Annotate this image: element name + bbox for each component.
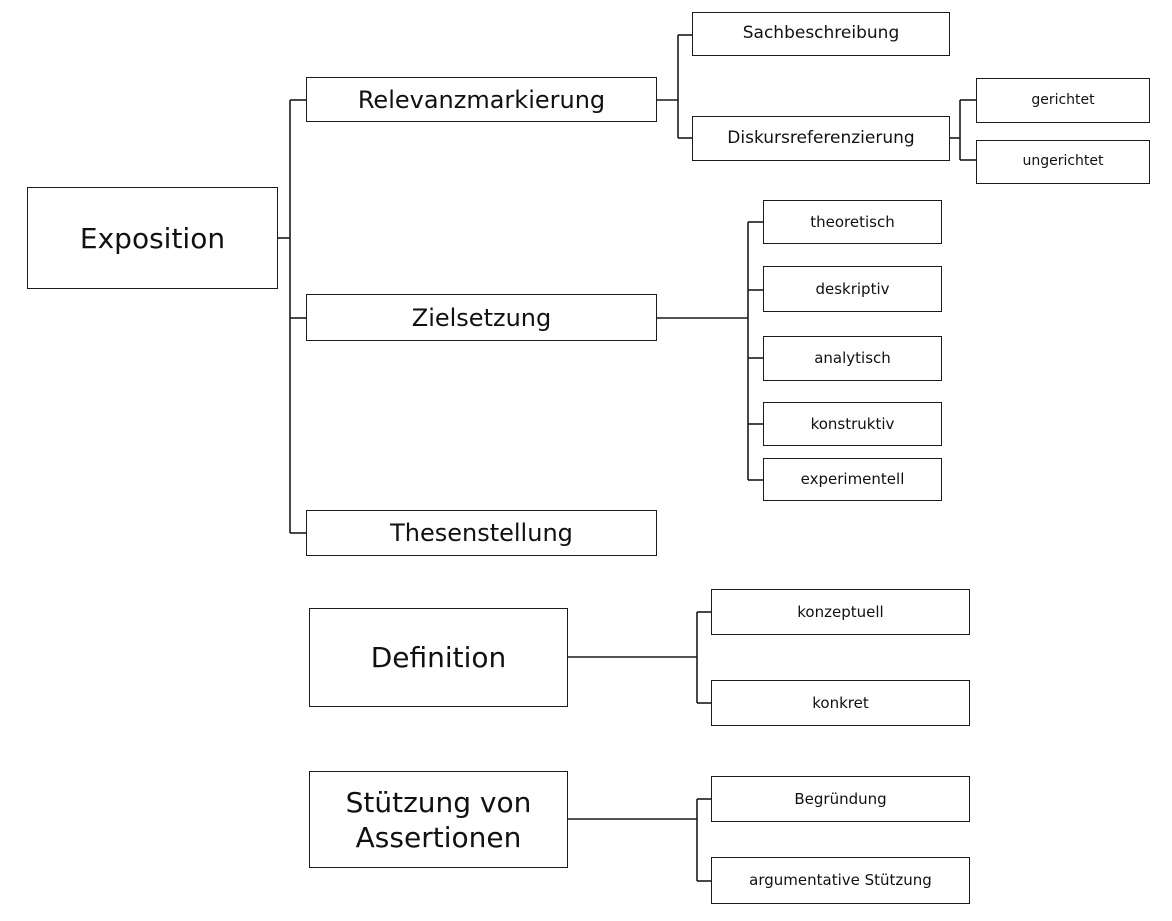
node-thesenstellung-label: Thesenstellung xyxy=(390,519,573,547)
node-stuetzung-label: Stützung von Assertionen xyxy=(345,785,532,854)
node-exposition: Exposition xyxy=(27,187,278,289)
node-zielsetzung-label: Zielsetzung xyxy=(411,303,552,332)
node-deskriptiv-label: deskriptiv xyxy=(815,279,890,298)
node-deskriptiv: deskriptiv xyxy=(763,266,942,312)
node-argumentative-stuetzung: argumentative Stützung xyxy=(711,857,970,904)
node-zielsetzung: Zielsetzung xyxy=(306,294,657,341)
node-konzeptuell: konzeptuell xyxy=(711,589,970,635)
node-diskursreferenzierung-label: Diskursreferenzierung xyxy=(727,127,915,148)
node-sachbeschreibung: Sachbeschreibung xyxy=(692,12,950,56)
node-konkret: konkret xyxy=(711,680,970,726)
node-gerichtet-label: gerichtet xyxy=(1031,91,1095,108)
node-definition: Definition xyxy=(309,608,568,707)
node-experimentell: experimentell xyxy=(763,458,942,501)
node-begruendung-label: Begründung xyxy=(794,789,887,808)
node-exposition-label: Exposition xyxy=(79,221,226,255)
node-konzeptuell-label: konzeptuell xyxy=(797,602,884,621)
node-argumentative-label: argumentative Stützung xyxy=(749,871,932,890)
node-theoretisch-label: theoretisch xyxy=(810,212,895,231)
node-theoretisch: theoretisch xyxy=(763,200,942,244)
node-sachbeschreibung-label: Sachbeschreibung xyxy=(742,23,900,44)
node-thesenstellung: Thesenstellung xyxy=(306,510,657,556)
node-stuetzung-von-assertionen: Stützung von Assertionen xyxy=(309,771,568,868)
node-ungerichtet-label: ungerichtet xyxy=(1022,153,1104,170)
node-konstruktiv-label: konstruktiv xyxy=(810,414,895,433)
node-relevanzmarkierung: Relevanzmarkierung xyxy=(306,77,657,122)
node-konkret-label: konkret xyxy=(812,693,869,712)
node-konstruktiv: konstruktiv xyxy=(763,402,942,446)
node-analytisch-label: analytisch xyxy=(814,349,891,368)
node-gerichtet: gerichtet xyxy=(976,78,1150,123)
node-diskursreferenzierung: Diskursreferenzierung xyxy=(692,116,950,161)
node-experimentell-label: experimentell xyxy=(800,470,905,489)
node-ungerichtet: ungerichtet xyxy=(976,140,1150,184)
node-begruendung: Begründung xyxy=(711,776,970,822)
node-relevanzmarkierung-label: Relevanzmarkierung xyxy=(357,85,606,114)
node-definition-label: Definition xyxy=(370,641,507,674)
node-analytisch: analytisch xyxy=(763,336,942,381)
